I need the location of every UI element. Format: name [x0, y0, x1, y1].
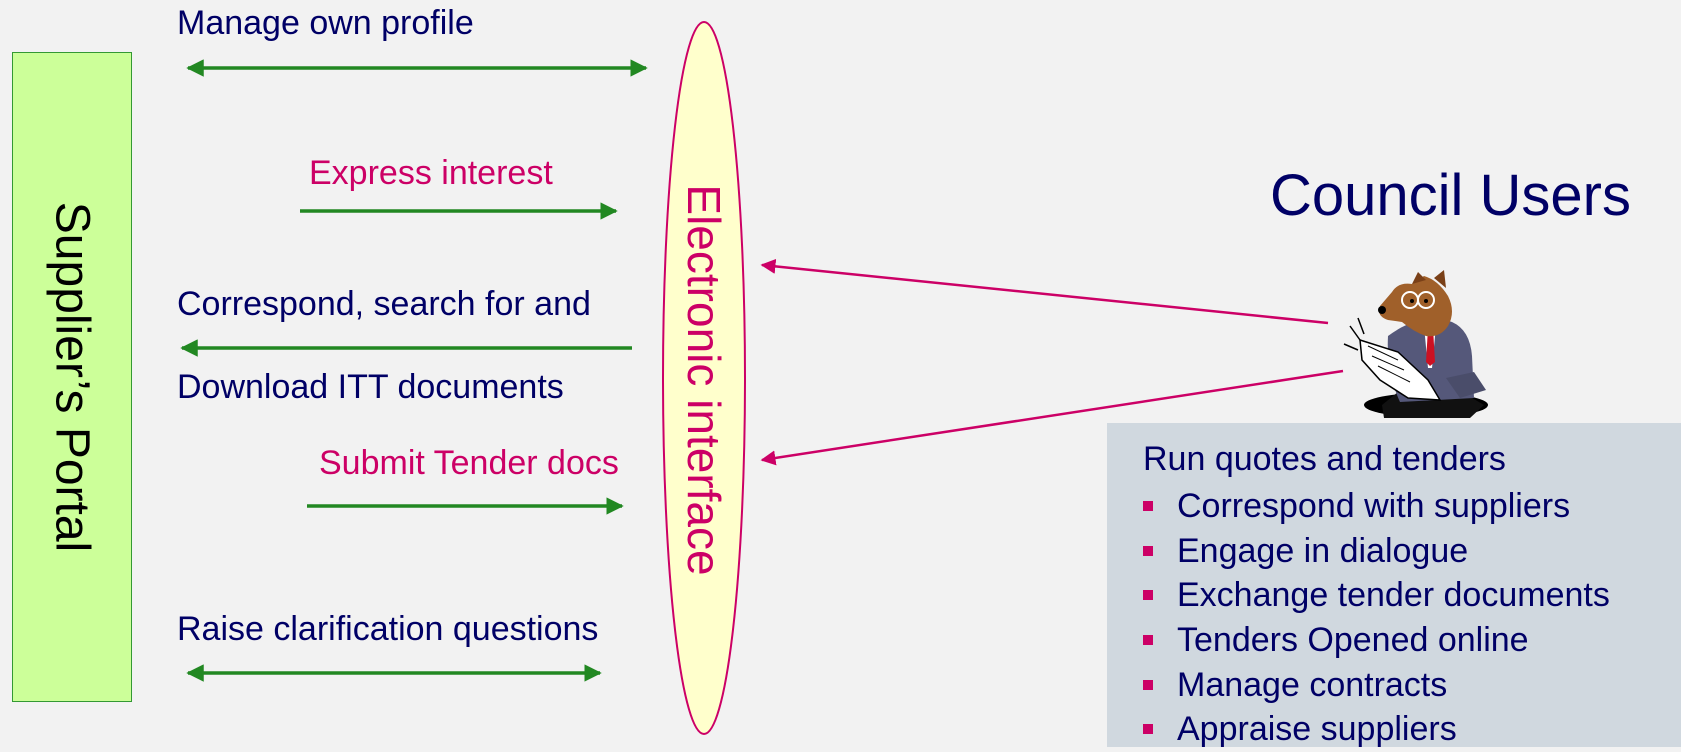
flow-label-clarification: Raise clarification questions: [177, 610, 599, 648]
bullet-square-icon: [1143, 590, 1153, 601]
list-item: Appraise suppliers: [1143, 707, 1610, 752]
interface-label: Electronic interface: [678, 184, 730, 576]
council-connector-lower: [760, 369, 1344, 466]
list-item: Manage contracts: [1143, 662, 1610, 707]
list-item-text: Tenders Opened online: [1177, 621, 1529, 660]
council-panel: [1107, 423, 1681, 747]
bullet-square-icon: [1143, 724, 1153, 735]
bear-businessman-reading-icon: [1343, 270, 1488, 418]
flow-label-express-interest: Express interest: [309, 154, 553, 192]
council-panel-heading: Run quotes and tenders: [1143, 440, 1506, 478]
interface-ellipse: [662, 21, 746, 735]
list-item-text: Appraise suppliers: [1177, 710, 1457, 749]
supplier-portal-label: Supplier’s Portal: [45, 201, 99, 553]
list-item: Exchange tender documents: [1143, 573, 1610, 618]
list-item-text: Engage in dialogue: [1177, 531, 1469, 570]
council-connector-upper: [760, 258, 1329, 325]
list-item-text: Correspond with suppliers: [1177, 487, 1571, 526]
flow-label-download-itt: Download ITT documents: [177, 368, 564, 406]
bullet-square-icon: [1143, 635, 1153, 646]
flow-label-correspond: Correspond, search for and: [177, 285, 591, 323]
council-users-title: Council Users: [1270, 163, 1631, 228]
supplier-portal-box: Supplier’s Portal: [12, 52, 132, 702]
council-task-list: Correspond with suppliers Engage in dial…: [1143, 484, 1610, 752]
list-item-text: Exchange tender documents: [1177, 576, 1610, 615]
bullet-square-icon: [1143, 501, 1153, 512]
bullet-square-icon: [1143, 545, 1153, 556]
list-item-text: Manage contracts: [1177, 665, 1448, 704]
bullet-square-icon: [1143, 679, 1153, 690]
flow-label-submit-tender: Submit Tender docs: [319, 444, 619, 482]
list-item: Engage in dialogue: [1143, 529, 1610, 574]
list-item: Tenders Opened online: [1143, 618, 1610, 663]
flow-label-manage-profile: Manage own profile: [177, 4, 474, 42]
list-item: Correspond with suppliers: [1143, 484, 1610, 529]
